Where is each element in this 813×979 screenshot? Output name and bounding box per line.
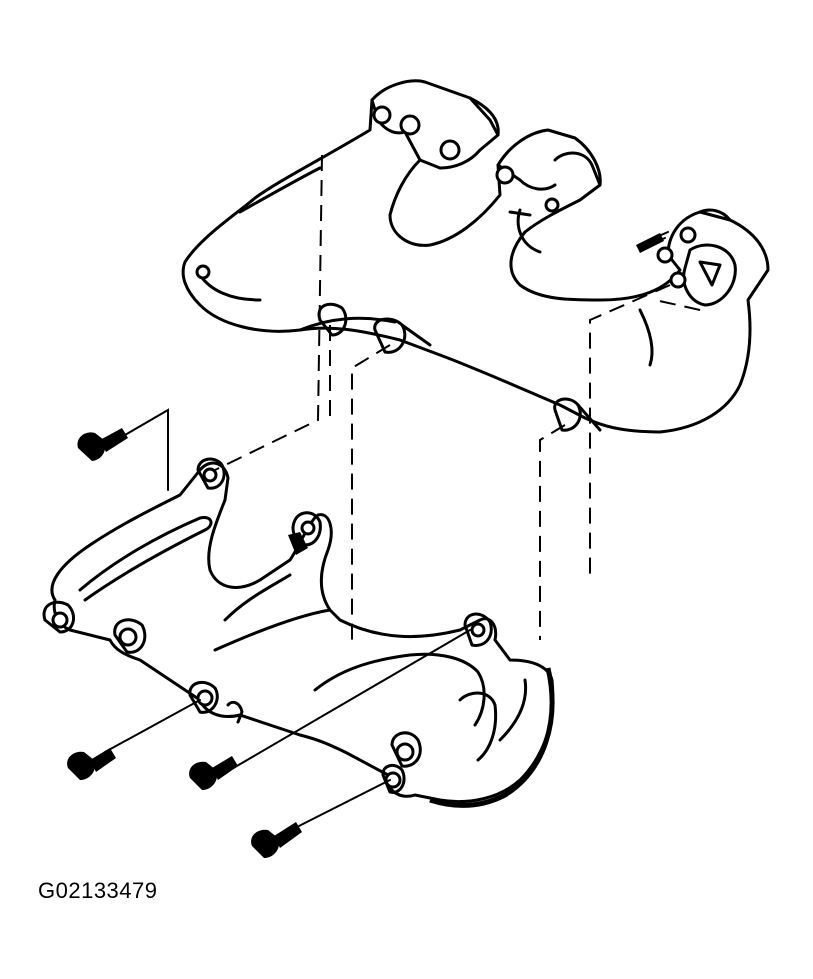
heat-shield [42,457,555,808]
alignment-lines [214,154,701,640]
bolt-bottom-center [189,756,238,790]
bolt-bottom-right [251,822,302,858]
exhaust-manifold [181,79,770,434]
stud-top-right [636,233,664,253]
bolt-bottom-left [67,748,116,780]
leader-lines [104,408,471,829]
figure-id-label: G02133479 [38,878,158,903]
bolt-top-left [77,428,128,461]
